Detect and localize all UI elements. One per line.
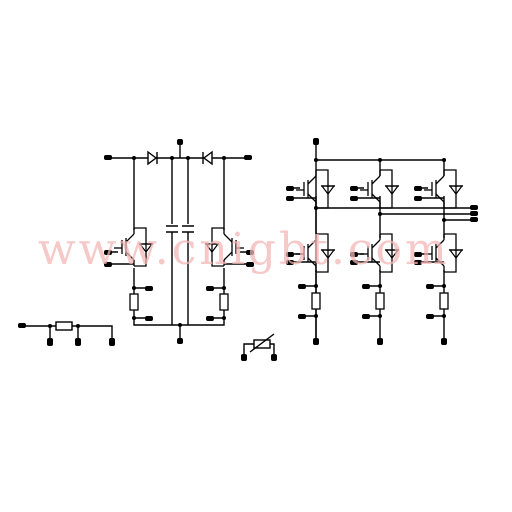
igbt-v-low (359, 233, 400, 273)
shunt-resistor-u (311, 292, 321, 310)
shunt-resistor-w (439, 292, 449, 310)
igbt-w-high (423, 169, 464, 209)
inverter-pins (286, 138, 478, 345)
ntc-thermistor (243, 333, 275, 356)
igbt-left (113, 227, 154, 267)
input-resistor-chain (22, 321, 113, 340)
ntc-pins (241, 354, 277, 361)
input-pins (18, 323, 115, 346)
shunt-resistor-v (375, 292, 385, 310)
shunt-resistor-right (219, 293, 229, 311)
left-block-pins (104, 139, 254, 344)
igbt-w-low (423, 233, 464, 273)
igbt-right (204, 227, 245, 267)
igbt-v-high (359, 169, 400, 209)
three-phase-inverter (292, 142, 472, 340)
shunt-resistor-left (129, 293, 139, 311)
